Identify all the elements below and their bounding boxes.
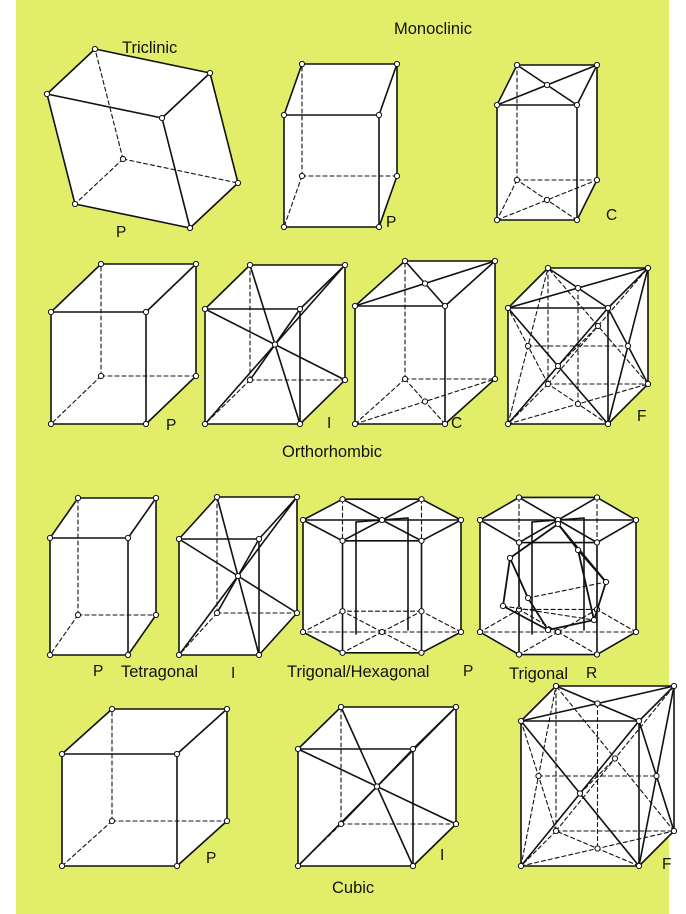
title-trigonal: Trigonal [509, 666, 568, 683]
cell-cubic-p [59, 706, 229, 868]
label-orthorhombic-c: C [451, 416, 462, 432]
label-tetragonal-p: P [93, 664, 103, 680]
cell-hexagonal-p [300, 497, 463, 656]
label-monoclinic-c: C [606, 208, 617, 224]
title-orthorhombic: Orthorhombic [282, 444, 382, 461]
label-hexagonal-p: P [463, 664, 473, 680]
cell-monoclinic-c [494, 62, 599, 222]
label-trigonal-r: R [586, 666, 597, 682]
cell-monoclinic-p [281, 61, 399, 229]
title-tetragonal: Tetragonal [121, 664, 198, 681]
cell-orthorhombic-c [352, 258, 497, 426]
cell-triclinic-p [44, 46, 240, 230]
title-trigonal-hexagonal: Trigonal/Hexagonal [287, 664, 429, 681]
title-cubic: Cubic [332, 880, 374, 897]
label-cubic-p: P [206, 851, 216, 867]
label-cubic-i: I [440, 848, 444, 864]
label-tetragonal-i: I [231, 666, 235, 682]
cell-tetragonal-p [47, 495, 158, 657]
title-monoclinic: Monoclinic [394, 21, 472, 38]
cell-orthorhombic-i [202, 262, 347, 426]
cell-cubic-i [295, 704, 458, 868]
label-orthorhombic-f: F [637, 409, 646, 425]
cell-orthorhombic-f [505, 265, 650, 426]
cell-tetragonal-i [176, 494, 299, 657]
cell-trigonal-r [477, 495, 638, 657]
cell-orthorhombic-p [48, 261, 198, 426]
label-orthorhombic-p: P [166, 418, 176, 434]
label-cubic-f: F [662, 857, 671, 873]
title-triclinic: Triclinic [122, 40, 177, 57]
cell-cubic-f [518, 683, 676, 868]
label-monoclinic-p: P [386, 215, 396, 231]
label-orthorhombic-i: I [327, 416, 331, 432]
label-triclinic-p: P [116, 225, 126, 241]
